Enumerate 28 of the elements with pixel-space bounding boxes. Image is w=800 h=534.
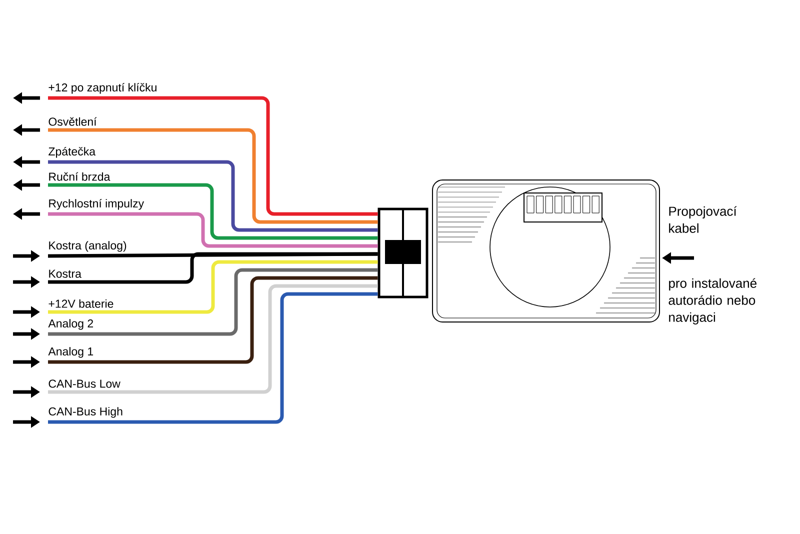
wire	[48, 276, 378, 364]
wire	[48, 212, 378, 248]
edge-label: +12V baterie	[47, 298, 115, 309]
wire	[48, 96, 378, 216]
edge-label: Rychlostní impulzy	[47, 198, 146, 211]
wire	[48, 252, 378, 258]
wire	[48, 260, 378, 314]
connector-drawing	[378, 208, 428, 298]
wire	[48, 128, 378, 224]
control-unit-drawing	[432, 180, 660, 322]
edge-label: Analog 2	[47, 318, 95, 331]
edge-label: Osvětlení	[47, 116, 98, 127]
note-text: Propojovací kabel	[669, 206, 737, 233]
edge-label: CAN-Bus Low	[47, 378, 122, 389]
edge-label: Ruční brzda	[47, 171, 112, 182]
edge-label: Zpátečka	[47, 146, 96, 159]
wire	[48, 268, 378, 336]
edge-label: Kostra	[47, 268, 82, 279]
edge-label: Kostra (analog)	[47, 240, 128, 253]
wire	[48, 284, 378, 394]
edge-label: Analog 1	[47, 346, 95, 359]
edge-label: +12 po zapnutí klíčku	[47, 82, 158, 95]
wire	[48, 160, 378, 232]
wire	[48, 292, 378, 424]
wire	[48, 252, 378, 284]
wire	[48, 183, 378, 240]
edge-label: CAN-Bus High	[47, 406, 124, 419]
note-text: pro instalované autorádio nebo navigaci	[668, 278, 756, 324]
